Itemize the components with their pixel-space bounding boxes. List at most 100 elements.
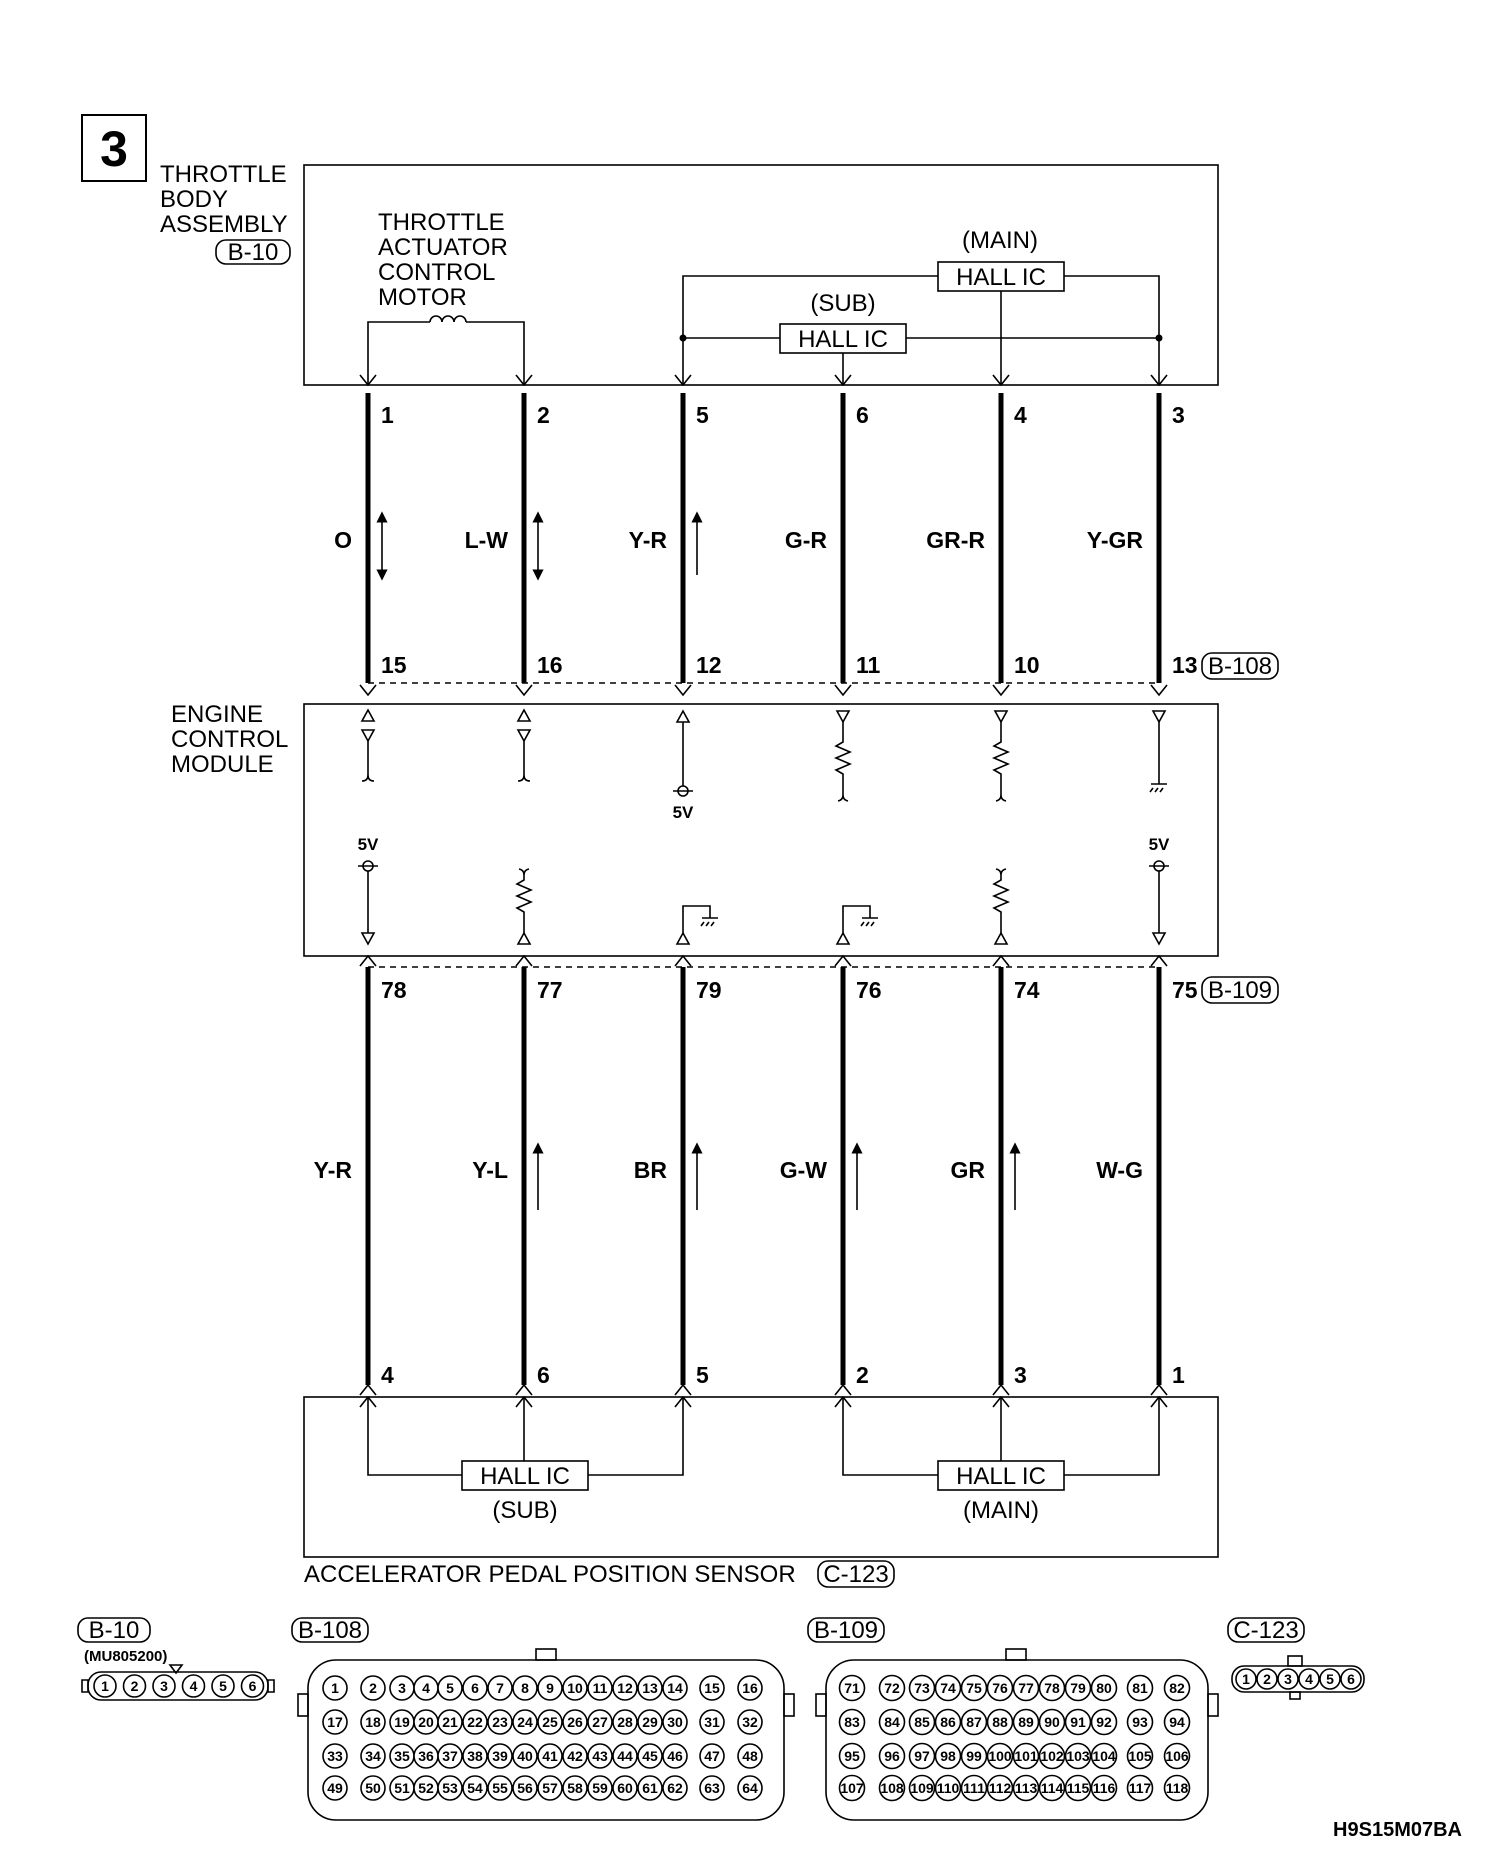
upper-wire-color: GR-R [926,527,985,553]
connector-pin: 43 [587,1743,613,1769]
svg-text:44: 44 [617,1748,633,1764]
svg-text:108: 108 [880,1780,904,1796]
connector-pin: 1 [322,1675,348,1701]
tb-hall-sub-text: HALL IC [798,326,888,353]
upper-wire-3: 5Y-R12 [629,374,722,697]
b109-pin-label: 77 [537,977,563,1003]
svg-text:99: 99 [966,1748,982,1764]
connector-pin: 33 [322,1743,348,1769]
svg-text:90: 90 [1044,1714,1060,1730]
svg-text:102: 102 [1040,1748,1064,1764]
svg-text:61: 61 [642,1780,658,1796]
connector-pin: 20 [413,1709,439,1735]
svg-text:CONTROL: CONTROL [378,259,495,286]
svg-text:59: 59 [592,1780,608,1796]
svg-text:36: 36 [418,1748,434,1764]
aps-pin-label: 4 [381,1362,394,1388]
b108-pin-label: 15 [381,652,407,678]
connector-pin: 3 [389,1675,415,1701]
svg-text:83: 83 [844,1714,860,1730]
svg-text:88: 88 [992,1714,1008,1730]
connector-pin: 46 [662,1743,688,1769]
connector-pin: 79 [1064,1674,1092,1702]
svg-text:28: 28 [617,1714,633,1730]
svg-text:6: 6 [249,1678,257,1694]
upper-wire-5: 4GR-R10 [926,374,1040,697]
svg-text:81: 81 [1132,1680,1148,1696]
tb-pin-label: 1 [381,402,394,428]
connector-pin: 106 [1163,1742,1191,1770]
svg-text:5: 5 [446,1680,454,1696]
connector-pin: 88 [986,1708,1014,1736]
connector-pin: 38 [462,1743,488,1769]
svg-text:5: 5 [1326,1671,1334,1687]
svg-text:118: 118 [1166,1780,1189,1796]
connector-pin: 5 [437,1675,463,1701]
lower-wire-1: 78Y-R4 [314,954,407,1408]
svg-text:47: 47 [704,1748,720,1764]
svg-text:76: 76 [992,1680,1008,1696]
aps-box [303,1396,1219,1558]
svg-text:111: 111 [963,1780,985,1796]
connector-pin: 57 [537,1775,563,1801]
connector-pin: 91 [1064,1708,1092,1736]
tb-hall-sub-label: (SUB) [810,290,875,317]
connector-pin: 78 [1038,1674,1066,1702]
svg-text:23: 23 [492,1714,508,1730]
svg-text:51: 51 [394,1780,410,1796]
connector-pin: 48 [737,1743,763,1769]
connector-pin: 95 [838,1742,866,1770]
svg-text:103: 103 [1066,1748,1090,1764]
connector-pin: 50 [360,1775,386,1801]
upper-wire-color: L-W [465,527,509,553]
svg-text:60: 60 [617,1780,633,1796]
connector-pin: 37 [437,1743,463,1769]
connector-pin: 11 [587,1675,613,1701]
svg-text:3: 3 [398,1680,406,1696]
connector-pin: 44 [612,1743,638,1769]
aps-hall-sub-box [461,1460,589,1491]
svg-text:75: 75 [966,1680,982,1696]
svg-text:98: 98 [940,1748,956,1764]
svg-text:29: 29 [642,1714,658,1730]
connector-pin: 2 [122,1674,147,1698]
connector-pin: 86 [934,1708,962,1736]
connector-pin: 114 [1038,1774,1066,1802]
connector-pin: 61 [637,1775,663,1801]
upper-wire-2: 2L-W16 [465,374,563,697]
svg-text:30: 30 [667,1714,683,1730]
tb-hall-main-label: (MAIN) [962,227,1038,254]
throttle-body-box [303,164,1219,386]
svg-text:46: 46 [667,1748,683,1764]
svg-text:45: 45 [642,1748,658,1764]
b109-pin-label: 78 [381,977,407,1003]
connector-pin: 51 [389,1775,415,1801]
svg-text:15: 15 [704,1680,720,1696]
aps-hall-main-text: HALL IC [956,1463,1046,1490]
connector-pin: 58 [562,1775,588,1801]
tb-hall-main-text: HALL IC [956,264,1046,291]
tb-pin-label: 3 [1172,402,1185,428]
connector-pin: 18 [360,1709,386,1735]
aps-pin-label: 2 [856,1362,869,1388]
svg-text:101: 101 [1014,1748,1038,1764]
connector-pin: 39 [487,1743,513,1769]
svg-text:7: 7 [496,1680,504,1696]
connector-pin: 34 [360,1743,386,1769]
svg-text:104: 104 [1092,1748,1116,1764]
svg-text:43: 43 [592,1748,608,1764]
svg-text:19: 19 [394,1714,410,1730]
aps-hall-sub-text: HALL IC [480,1463,570,1490]
svg-text:63: 63 [704,1780,720,1796]
svg-text:41: 41 [542,1748,558,1764]
b108-pin-label: 10 [1014,652,1040,678]
svg-text:CONTROL: CONTROL [171,726,288,753]
svg-text:31: 31 [704,1714,720,1730]
connector-pin: 117 [1126,1774,1154,1802]
connector-pin: 100 [986,1742,1014,1770]
connector-pin: 74 [934,1674,962,1702]
svg-text:22: 22 [467,1714,483,1730]
